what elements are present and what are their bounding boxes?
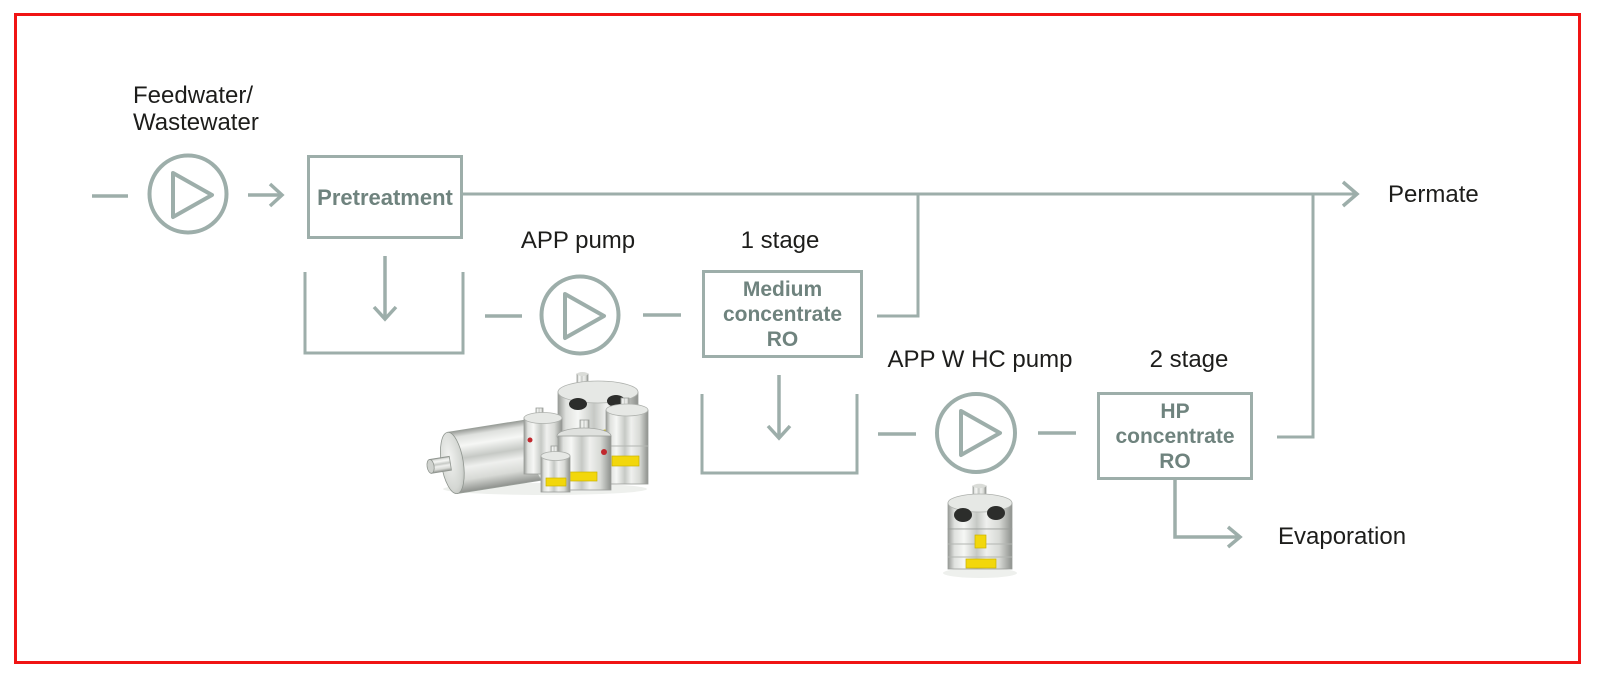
hp-ro-permeate-riser <box>1277 195 1315 439</box>
app-pump-icon <box>539 274 621 356</box>
feed-to-pretreatment-arrow <box>248 182 285 208</box>
hp-ro-label-line1: HP <box>1160 399 1190 423</box>
pretreatment-box: Pretreatment <box>307 155 463 239</box>
pretreatment-label: Pretreatment <box>317 184 453 210</box>
medium-ro-label-line1: Medium <box>742 277 823 301</box>
hp-ro-label-line3: RO <box>1159 449 1191 473</box>
pretreatment-down-arrow <box>372 256 398 322</box>
medium-ro-permeate-riser <box>877 195 920 318</box>
medium-ro-label-line2: concentrate <box>722 302 843 326</box>
app-pump-label: APP pump <box>520 227 636 254</box>
app-w-hc-pump-photo <box>943 483 1017 578</box>
medium-ro-collect-tank <box>700 394 859 475</box>
feedwater-label-line2: Wastewater <box>133 109 259 136</box>
hp-ro-label-line2: concentrate <box>1115 424 1235 448</box>
app-pump-family-photo <box>426 372 649 495</box>
permeate-line <box>462 180 1360 208</box>
medium-concentrate-ro-box: Medium concentrate RO <box>702 270 863 358</box>
app-w-hc-pump-icon <box>935 392 1017 474</box>
feedwater-label-line1: Feedwater/ <box>133 82 254 109</box>
stage-1-label: 1 stage <box>740 227 820 254</box>
evaporation-label: Evaporation <box>1278 523 1407 550</box>
stage-2-label: 2 stage <box>1149 346 1229 373</box>
app-w-hc-pump-label: APP W HC pump <box>887 346 1073 373</box>
hp-concentrate-ro-box: HP concentrate RO <box>1097 392 1253 480</box>
permate-arrowhead <box>1341 180 1360 208</box>
pretreatment-collect-tank <box>303 272 465 355</box>
permate-label: Permate <box>1388 181 1479 208</box>
feedwater-label: Feedwater/ Wastewater <box>133 82 259 136</box>
feed-pump-icon <box>147 153 229 235</box>
medium-ro-down-arrow <box>766 375 792 441</box>
evaporation-arrow <box>1173 480 1243 549</box>
medium-ro-label-line3: RO <box>766 327 799 351</box>
